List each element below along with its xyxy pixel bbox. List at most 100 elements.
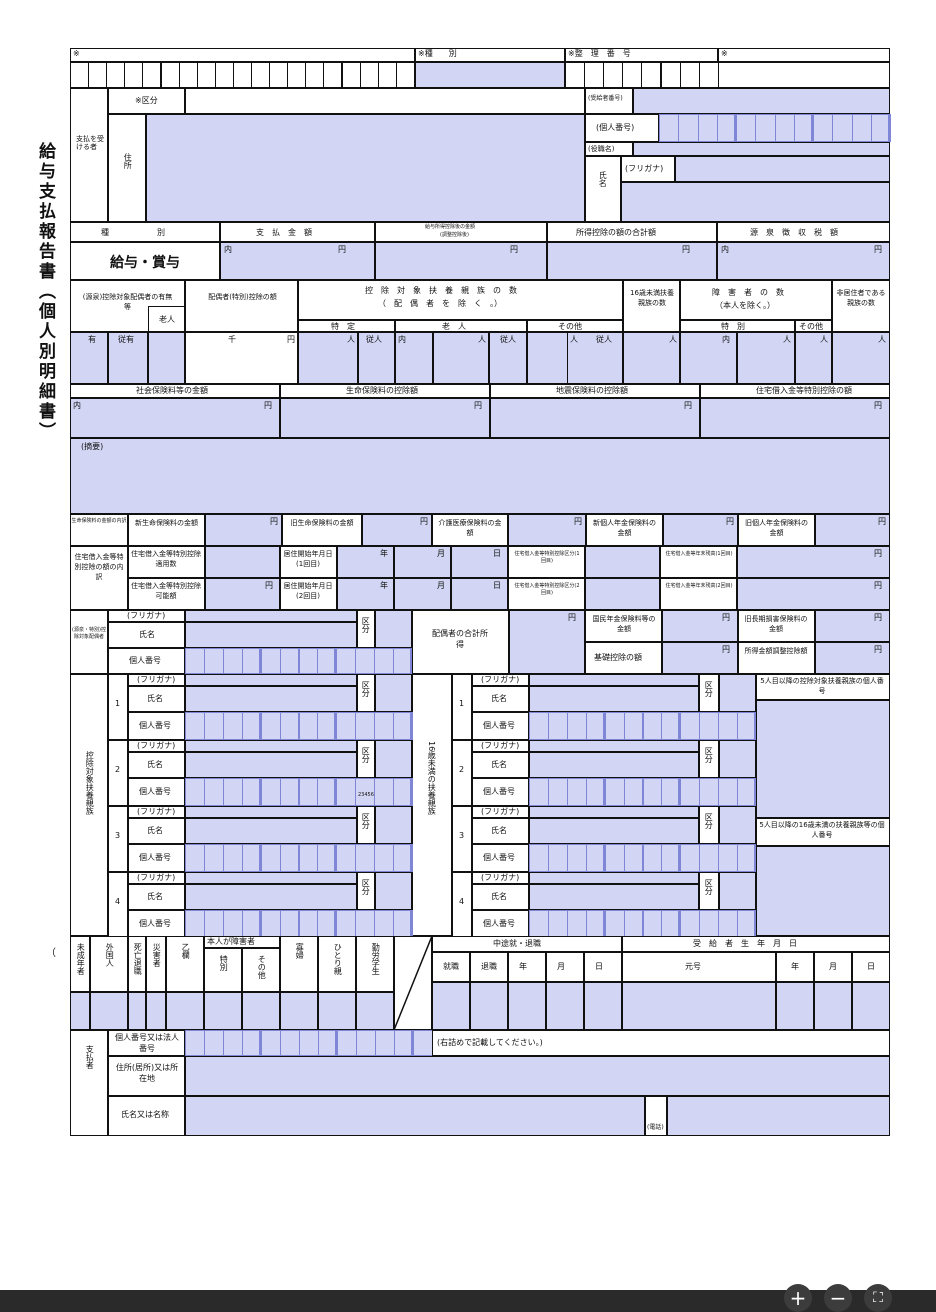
midyear-input[interactable] (470, 982, 508, 1030)
dep-number-digit[interactable] (355, 712, 376, 740)
payer-number-digit[interactable] (223, 1030, 243, 1056)
zoom-in-button[interactable]: + (784, 1284, 812, 1312)
dep-number-digit[interactable] (279, 778, 300, 806)
flag-input[interactable] (146, 992, 166, 1030)
withholding-input[interactable] (717, 242, 890, 280)
dep-number-digit[interactable] (241, 844, 262, 872)
dependent-count-cell[interactable] (433, 332, 489, 384)
basic-input[interactable] (662, 642, 738, 674)
u16-number-digit[interactable] (585, 844, 606, 872)
personal-no-digit[interactable] (755, 114, 776, 142)
dep-number-digit[interactable] (241, 910, 262, 938)
u16-number-digit[interactable] (547, 910, 568, 938)
payer-number-digit[interactable] (337, 1030, 357, 1056)
dep-furigana-input[interactable] (185, 674, 357, 686)
payment-input[interactable] (220, 242, 375, 280)
dep-number-digit[interactable] (260, 844, 281, 872)
spouse-furigana-input[interactable] (185, 610, 357, 622)
u16-number-digit[interactable] (718, 910, 739, 938)
payer-number-digit[interactable] (299, 1030, 319, 1056)
dep-number-digit[interactable] (185, 844, 205, 872)
dep-number-digit[interactable] (185, 712, 205, 740)
flag-input[interactable] (318, 992, 356, 1030)
undefined-input[interactable] (205, 514, 282, 546)
u16-number-digit[interactable] (547, 778, 568, 806)
address-input[interactable] (146, 114, 585, 222)
payer-number-digit[interactable] (242, 1030, 262, 1056)
dep-kubun-input[interactable] (375, 740, 412, 778)
u16-number-digit[interactable] (699, 778, 720, 806)
dependent-count-cell[interactable] (623, 332, 680, 384)
u16-number-digit[interactable] (623, 712, 644, 740)
kind-input[interactable] (415, 62, 565, 88)
dependent-count-cell[interactable] (358, 332, 395, 384)
personal-no-digit[interactable] (870, 114, 891, 142)
dep-number-digit[interactable] (279, 712, 300, 740)
u16-number-digit[interactable] (529, 910, 549, 938)
dep-kubun-input[interactable] (375, 806, 412, 844)
u16-number-digit[interactable] (680, 844, 701, 872)
dep-number-digit[interactable] (203, 844, 224, 872)
start-year-input[interactable] (337, 578, 394, 610)
dep-number-digit[interactable] (317, 778, 338, 806)
spouse-number-digit[interactable] (222, 648, 243, 674)
dep-furigana-input[interactable] (185, 872, 357, 884)
u16-number-digit[interactable] (737, 844, 757, 872)
dep-number-digit[interactable] (355, 910, 376, 938)
u16-number-digit[interactable] (661, 844, 682, 872)
u16-number-digit[interactable] (604, 778, 625, 806)
u16-number-digit[interactable] (680, 712, 701, 740)
dep-number-digit[interactable] (317, 712, 338, 740)
personal-no-digit[interactable] (716, 114, 737, 142)
u16-number-digit[interactable] (604, 844, 625, 872)
possible-amount-input[interactable] (205, 578, 280, 610)
payer-number-digit[interactable] (280, 1030, 300, 1056)
u16-number-digit[interactable] (680, 778, 701, 806)
dep-number-digit[interactable] (279, 910, 300, 938)
dep-number-digit[interactable] (298, 844, 319, 872)
personal-no-digit[interactable] (851, 114, 872, 142)
dep-name-input[interactable] (185, 752, 357, 778)
u16-number-digit[interactable] (699, 712, 720, 740)
dependent-count-cell[interactable] (737, 332, 795, 384)
payer-number-digit[interactable] (204, 1030, 224, 1056)
dep-number-digit[interactable] (222, 712, 243, 740)
dep-number-digit[interactable] (298, 910, 319, 938)
extra1-input[interactable] (756, 700, 890, 818)
u16-number-digit[interactable] (566, 712, 587, 740)
start-day-input[interactable] (451, 578, 508, 610)
dep-number-digit[interactable] (374, 844, 395, 872)
u16-number-digit[interactable] (623, 844, 644, 872)
dep-number-digit[interactable] (185, 910, 205, 938)
u16-number-digit[interactable] (699, 844, 720, 872)
extra2-input[interactable] (756, 846, 890, 936)
undefined-input[interactable] (508, 514, 586, 546)
spouse-number-digit[interactable] (279, 648, 300, 674)
self-special-input[interactable] (204, 992, 242, 1030)
balance-input[interactable] (737, 546, 890, 578)
u16-number-digit[interactable] (737, 910, 757, 938)
u16-name-input[interactable] (529, 884, 699, 910)
u16-number-digit[interactable] (642, 844, 663, 872)
payer-address-input[interactable] (185, 1056, 890, 1096)
u16-number-digit[interactable] (737, 712, 757, 740)
flag-input[interactable] (128, 992, 146, 1030)
remarks-input[interactable]: (摘要) (70, 438, 890, 514)
deduction-total-input[interactable] (547, 242, 717, 280)
furigana-input[interactable] (675, 156, 890, 182)
dependent-count-cell[interactable] (70, 332, 108, 384)
dependent-count-cell[interactable] (795, 332, 832, 384)
personal-no-digit[interactable] (774, 114, 795, 142)
midyear-input[interactable] (432, 982, 470, 1030)
u16-number-digit[interactable] (529, 844, 549, 872)
dep-number-digit[interactable] (393, 910, 413, 938)
u16-number-digit[interactable] (585, 778, 606, 806)
u16-furigana-input[interactable] (529, 674, 699, 686)
payer-number-digit[interactable] (413, 1030, 433, 1056)
earthquake-insurance-input[interactable] (490, 398, 700, 438)
housing-loan-input[interactable] (700, 398, 890, 438)
undefined-input[interactable] (362, 514, 432, 546)
personal-no-digit[interactable] (832, 114, 853, 142)
u16-number-digit[interactable] (604, 910, 625, 938)
u16-number-digit[interactable] (529, 778, 549, 806)
